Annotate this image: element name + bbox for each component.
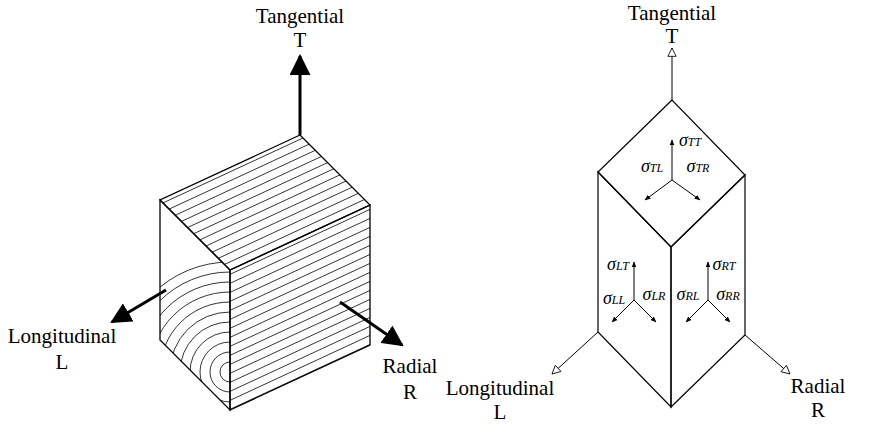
- grain-line: [150, 210, 380, 317]
- wood-block: [160, 135, 370, 410]
- grain-line: [150, 111, 380, 218]
- grain-line: [220, 385, 380, 425]
- grain-line: [150, 147, 380, 254]
- grain-line: [150, 246, 380, 353]
- stress-arrows: [612, 140, 730, 322]
- grain-line: [220, 223, 380, 297]
- grain-line: [150, 102, 380, 209]
- grain-line: [150, 219, 380, 326]
- axis-letter: R: [403, 382, 417, 403]
- stress-label: σTR: [686, 157, 711, 175]
- stress-label: σLL: [602, 289, 626, 307]
- stress-label: σRR: [715, 285, 741, 303]
- stress-label: σLR: [642, 285, 667, 303]
- grain-line: [220, 286, 380, 360]
- grain-line: [220, 403, 380, 425]
- grain-line: [220, 214, 380, 288]
- axis-letter: L: [494, 402, 507, 423]
- grain-line: [220, 241, 380, 315]
- grain-line: [150, 174, 380, 281]
- stress-label: σLT: [606, 255, 630, 273]
- axis-letter: L: [56, 352, 69, 373]
- grain-line: [150, 93, 380, 200]
- grain-line: [150, 282, 380, 389]
- stress-label: σRL: [676, 285, 701, 303]
- grain-line: [220, 376, 380, 425]
- grain-line: [150, 183, 380, 290]
- grain-lines: [150, 93, 380, 416]
- grain-line: [220, 313, 380, 387]
- grain-line: [220, 259, 380, 333]
- grain-line: [220, 232, 380, 306]
- stress-cube: [598, 100, 745, 407]
- axis-name: Tangential: [628, 2, 716, 23]
- grain-line: [220, 268, 380, 342]
- stress-label: σTL: [640, 157, 664, 175]
- axis-arrows: [552, 48, 790, 374]
- grain-line: [220, 295, 380, 369]
- grain-line: [150, 309, 380, 416]
- axis-name: Longitudinal: [8, 326, 117, 347]
- axis-arrows: [112, 56, 402, 345]
- grain-line: [220, 367, 380, 425]
- grain-line: [220, 412, 380, 425]
- grain-lines: [220, 196, 380, 425]
- grain-line: [220, 196, 380, 270]
- grain-line: [220, 358, 380, 425]
- stress-label: σRT: [712, 255, 737, 273]
- axis-name: Radial: [383, 356, 438, 377]
- grain-line: [220, 205, 380, 279]
- axis-letter: T: [294, 30, 307, 51]
- axis-letter: R: [811, 400, 825, 421]
- grain-line: [150, 138, 380, 245]
- grain-line: [220, 322, 380, 396]
- grain-line: [150, 156, 380, 263]
- grain-line: [150, 120, 380, 227]
- axis-name: Longitudinal: [446, 378, 555, 399]
- stress-label: σTT: [678, 131, 702, 149]
- grain-line: [220, 394, 380, 425]
- grain-line: [150, 129, 380, 236]
- axis-name: Tangential: [256, 6, 344, 27]
- grain-line: [150, 264, 380, 371]
- axis-letter: T: [666, 26, 679, 47]
- grain-line: [150, 255, 380, 362]
- grain-line: [150, 201, 380, 308]
- grain-line: [220, 331, 380, 405]
- grain-line: [150, 300, 380, 407]
- axis-name: Radial: [791, 376, 846, 397]
- grain-line: [220, 349, 380, 423]
